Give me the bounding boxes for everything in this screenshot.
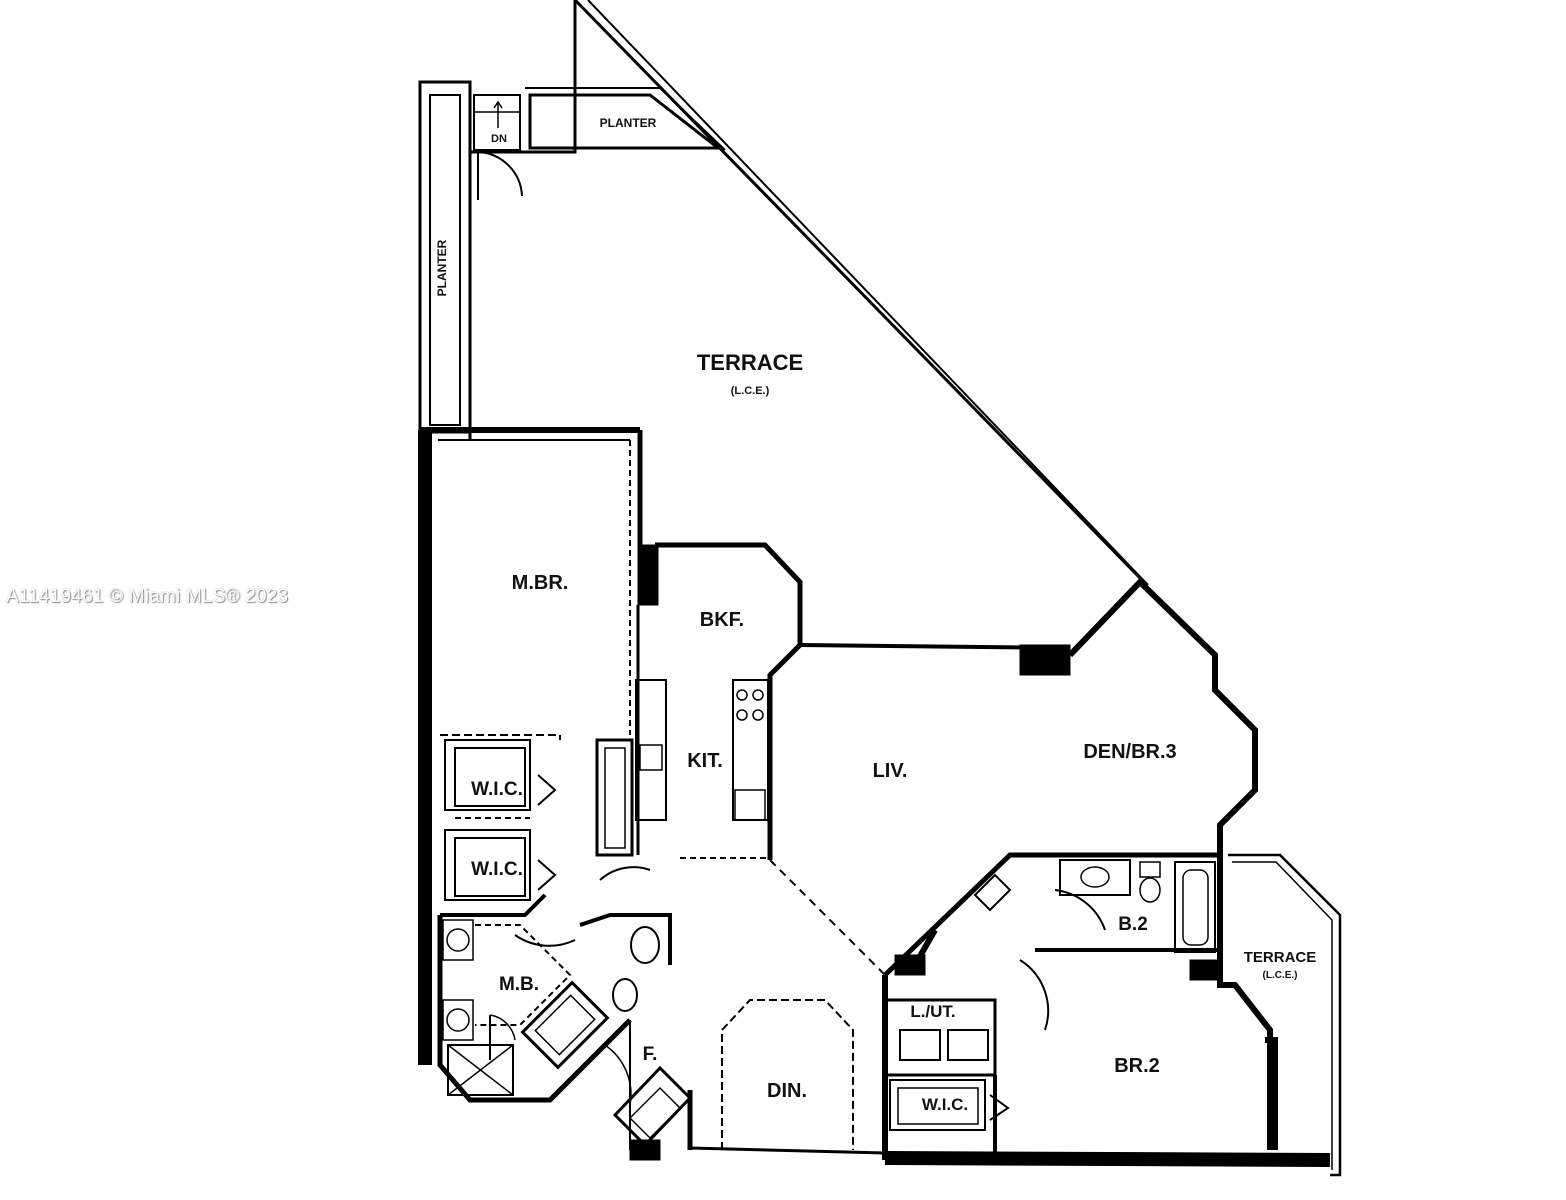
planter-top-label: PLANTER xyxy=(600,116,657,130)
stair-box xyxy=(473,94,521,151)
planter-top-box xyxy=(528,93,723,150)
closet-block xyxy=(440,734,561,740)
br2-walls xyxy=(1217,855,1273,1150)
breakfast-wall xyxy=(655,542,803,860)
breakfast-label: BKF. xyxy=(700,609,744,631)
dn-label: DN xyxy=(491,133,507,145)
laundry-label: L./UT. xyxy=(910,1002,955,1021)
dining-alcove xyxy=(721,999,854,1150)
master-bedroom-label: M.BR. xyxy=(512,572,569,594)
small-terrace-label: TERRACE xyxy=(1244,949,1317,966)
kitchen-label: KIT. xyxy=(687,750,723,772)
small-terrace-sublabel: (L.C.E.) xyxy=(1263,970,1298,981)
foyer-label: F. xyxy=(643,1044,658,1065)
bath-2-label: B.2 xyxy=(1118,914,1148,935)
wic-1-label: W.I.C. xyxy=(471,779,523,800)
master-bath-walls xyxy=(440,893,547,917)
terrace-outline-inner xyxy=(587,0,1149,586)
living-label: LIV. xyxy=(873,760,908,782)
watermark: A11419461 © Miami MLS® 2023 xyxy=(6,586,289,607)
planter-left-label: PLANTER xyxy=(435,239,449,296)
master-bath-label: M.B. xyxy=(499,974,539,995)
wic-3-label: W.I.C. xyxy=(922,1095,968,1114)
wic-2-label: W.I.C. xyxy=(471,859,523,880)
den-label: DEN/BR.3 xyxy=(1083,741,1176,763)
terrace-label: TERRACE xyxy=(697,350,803,375)
terrace-sublabel: (L.C.E.) xyxy=(731,385,770,397)
terrace-outline xyxy=(468,0,1142,580)
south-wall xyxy=(689,1146,886,1155)
bedroom-2-label: BR.2 xyxy=(1114,1055,1160,1077)
small-terrace xyxy=(1228,853,1342,1177)
dining-label: DIN. xyxy=(767,1080,807,1102)
